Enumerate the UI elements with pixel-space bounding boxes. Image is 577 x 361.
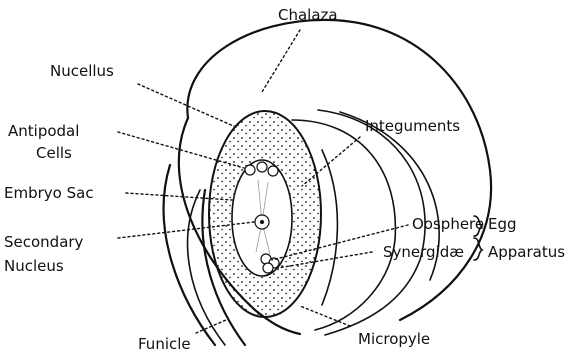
label-apparatus: Apparatus xyxy=(488,243,565,261)
label-nucellus: Nucellus xyxy=(50,62,114,80)
label-antipodal-line1: Antipodal xyxy=(8,122,79,140)
label-secondary-line1: Secondary xyxy=(4,233,84,251)
integument-layer-4 xyxy=(322,150,337,305)
label-egg: Egg xyxy=(488,215,517,233)
label-antipodal-line2: Cells xyxy=(36,144,72,162)
label-micropyle: Micropyle xyxy=(358,330,430,348)
integument-layer-2 xyxy=(318,110,425,335)
secondary-nucleus xyxy=(255,215,269,229)
label-integuments: Integuments xyxy=(365,117,460,135)
label-synergidae: Synergidæ xyxy=(383,243,464,261)
label-chalaza: Chalaza xyxy=(278,6,338,24)
label-funicle: Funicle xyxy=(138,335,191,353)
label-secondary-line2: Nucleus xyxy=(4,257,64,275)
label-oosphere: Oosphere xyxy=(412,215,484,233)
label-embryo-sac: Embryo Sac xyxy=(4,184,94,202)
